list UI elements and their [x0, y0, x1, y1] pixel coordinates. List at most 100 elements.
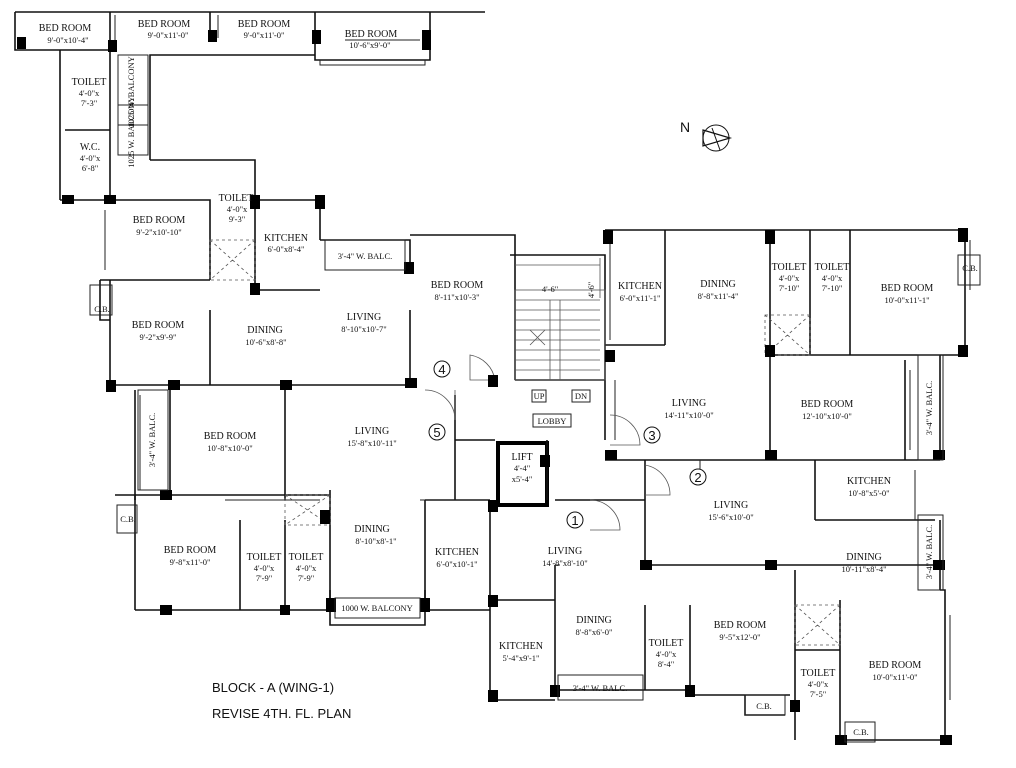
room-dim: 4'-0"x — [79, 88, 100, 98]
room-dim: 4'-0"x — [254, 563, 275, 573]
balcony-outlines — [89, 54, 981, 743]
room-dim: 7'-10" — [779, 283, 800, 293]
doors — [424, 354, 671, 531]
stair-up-label: UP — [534, 391, 545, 401]
flat-number: 3 — [648, 428, 655, 443]
balcony-label: 3'-4" W. BALC. — [338, 251, 393, 261]
room-name: BED ROOM — [132, 320, 185, 331]
room-dim: 9'-8"x11'-0" — [170, 557, 211, 567]
room-dim: 10'-0"x11'-0" — [872, 672, 917, 682]
balcony-label: 1025 W. BALCONY — [126, 96, 136, 168]
room-dim: 9'-0"x11'-0" — [244, 30, 285, 40]
room-labels: BED ROOM 9'-0"x10'-4" BED ROOM 9'-0"x11'… — [39, 19, 934, 699]
room-name: BED ROOM — [133, 215, 186, 226]
room-dim: 10'-0"x11'-1" — [884, 295, 929, 305]
balcony-label: 3'-4" W. BALC. — [924, 381, 934, 436]
room-dim: 4'-0"x — [779, 273, 800, 283]
room-name: BED ROOM — [204, 431, 257, 442]
room-dim: 4'-0"x — [296, 563, 317, 573]
room-name: BED ROOM — [39, 23, 92, 34]
room-dim: 8'-10"x8'-1" — [355, 536, 396, 546]
core-labels: LIFT 4'-4" x5'-4" LOBBY UP DN 4'-6" 4'-6… — [511, 282, 596, 484]
room-name: TOILET — [219, 193, 254, 204]
cb-label: C.B. — [120, 514, 136, 524]
room-name: KITCHEN — [618, 281, 662, 292]
room-dim: 8'-8"x11'-4" — [698, 291, 739, 301]
room-dim: 14'-11"x10'-0" — [664, 410, 713, 420]
room-dim: 7'-3" — [81, 98, 97, 108]
room-dim: 9'-5"x12'-0" — [719, 632, 760, 642]
stair-width-label: 4'-6" — [586, 282, 596, 298]
room-name: BED ROOM — [881, 283, 934, 294]
lift-label: LIFT — [511, 452, 532, 463]
room-dim: 7'-10" — [822, 283, 843, 293]
room-dim: 6'-0"x10'-1" — [436, 559, 477, 569]
room-dim: 8'-8"x6'-0" — [576, 627, 613, 637]
room-name: DINING — [576, 615, 612, 626]
balcony-label: 3'-4" W. BALC. — [147, 413, 157, 468]
room-name: BED ROOM — [345, 29, 398, 40]
room-dim: 10'-6"x9'-0" — [349, 40, 390, 50]
cb-label: C.B. — [962, 263, 978, 273]
stair-width-label: 4'-6" — [542, 284, 558, 294]
room-dim: 5'-4"x9'-1" — [503, 653, 540, 663]
room-dim: 6'-0"x11'-1" — [620, 293, 661, 303]
room-name: LIVING — [672, 398, 706, 409]
room-dim: 15'-8"x10'-11" — [347, 438, 396, 448]
room-dim: 8'-4" — [658, 659, 674, 669]
columns — [17, 30, 968, 745]
room-dim: 9'-2"x9'-9" — [140, 332, 177, 342]
flat-number: 2 — [694, 470, 701, 485]
room-name: DINING — [247, 325, 283, 336]
room-name: LIVING — [714, 500, 748, 511]
room-dim: 4'-0"x — [822, 273, 843, 283]
plan-subtitle: REVISE 4TH. FL. PLAN — [212, 706, 351, 721]
balcony-label: 1025 W. BALCONY — [126, 56, 136, 128]
room-dim: 6'-8" — [82, 163, 98, 173]
room-dim: 9'-3" — [229, 214, 245, 224]
room-name: KITCHEN — [847, 476, 891, 487]
flat-numbers: 1 2 3 4 5 — [433, 362, 701, 528]
room-name: BED ROOM — [138, 19, 191, 30]
flat-number: 4 — [438, 362, 445, 377]
room-name: BED ROOM — [431, 280, 484, 291]
cb-labels: C.B. C.B. C.B. C.B. C.B. — [94, 263, 978, 737]
room-dim: 7'-9" — [256, 573, 272, 583]
room-dim: 14'-8"x8'-10" — [542, 558, 587, 568]
room-name: BED ROOM — [869, 660, 922, 671]
room-name: TOILET — [772, 262, 807, 273]
balcony-label: 3'-4" W. BALC. — [924, 525, 934, 580]
room-name: DINING — [354, 524, 390, 535]
room-name: BED ROOM — [164, 545, 217, 556]
room-name: DINING — [700, 279, 736, 290]
partitions — [104, 15, 971, 700]
room-name: BED ROOM — [801, 399, 854, 410]
room-dim: 9'-0"x11'-0" — [148, 30, 189, 40]
cb-label: C.B. — [756, 701, 772, 711]
balcony-label: 1000 W. BALCONY — [341, 603, 413, 613]
room-dim: 6'-0"x8'-4" — [268, 244, 305, 254]
cb-label: C.B. — [853, 727, 869, 737]
cb-label: C.B. — [94, 304, 110, 314]
room-name: TOILET — [289, 552, 324, 563]
flat-number: 1 — [571, 513, 578, 528]
room-dim: 4'-0"x — [808, 679, 829, 689]
balcony-labels: 1025 W. BALCONY 1025 W. BALCONY 3'-4" W.… — [126, 56, 934, 693]
room-dim: 9'-0"x10'-4" — [47, 35, 88, 45]
room-dim: 8'-10"x10'-7" — [341, 324, 386, 334]
north-label: N — [680, 119, 690, 135]
room-name: TOILET — [649, 638, 684, 649]
room-name: LIVING — [355, 426, 389, 437]
stair-dn-label: DN — [575, 391, 587, 401]
room-name: KITCHEN — [264, 233, 308, 244]
room-name: TOILET — [72, 77, 107, 88]
room-name: BED ROOM — [714, 620, 767, 631]
room-dim: 10'-8"x10'-0" — [207, 443, 252, 453]
room-dim: 10'-6"x8'-8" — [245, 337, 286, 347]
room-dim: 4'-0"x — [227, 204, 248, 214]
room-dim: 10'-8"x5'-0" — [848, 488, 889, 498]
room-name: W.C. — [80, 142, 100, 153]
room-name: TOILET — [815, 262, 850, 273]
north-arrow-icon — [702, 124, 733, 152]
